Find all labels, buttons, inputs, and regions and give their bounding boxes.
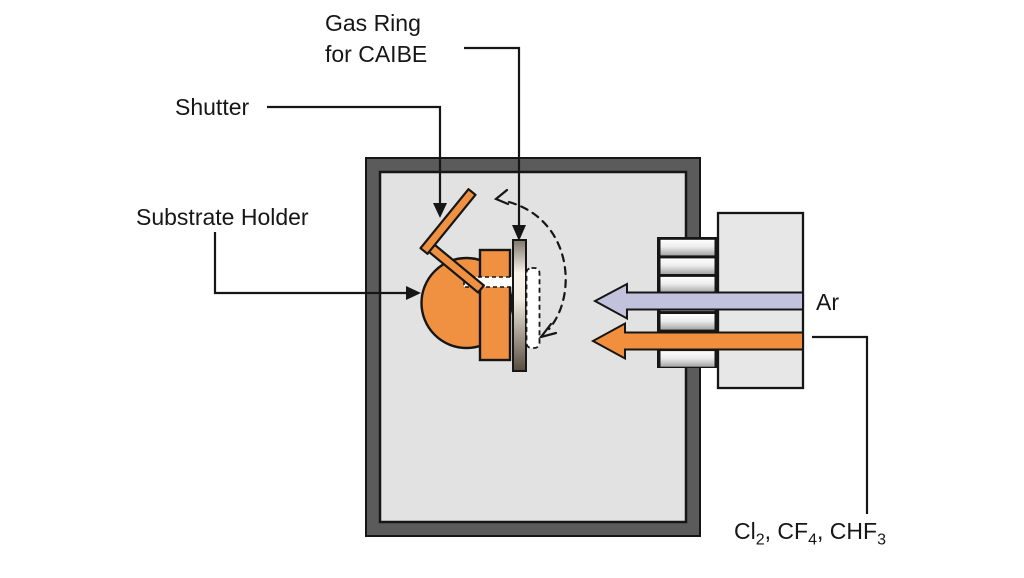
leader-lines xyxy=(213,46,869,514)
rotation-arc-arrowhead-top xyxy=(493,188,510,206)
grid-bar xyxy=(660,351,715,367)
substrate-holder-leader-line xyxy=(213,232,408,295)
etch-gases-leader-line xyxy=(812,335,869,514)
gas-ring-leader-arrowhead xyxy=(512,225,526,241)
substrate-holder-body xyxy=(478,248,512,362)
argon-beam-arrow xyxy=(592,282,804,321)
substrate-holder-leader-arrowhead xyxy=(406,286,421,300)
rotation-arc-path xyxy=(507,200,567,331)
shutter-leader-line xyxy=(267,105,442,205)
shutter-leader-arrowhead xyxy=(433,203,447,218)
gas-ring-label-line2: for CAIBE xyxy=(325,41,428,67)
substrate-holder-label: Substrate Holder xyxy=(136,204,309,230)
argon-label: Ar xyxy=(816,289,839,315)
grid-bar xyxy=(660,314,715,330)
gas-ring-label-line1: Gas Ring xyxy=(325,10,421,36)
etch-gases-chf-sub: 3 xyxy=(877,531,886,549)
grid-bar xyxy=(660,239,715,256)
gas-ring-label: Gas Ring for CAIBE xyxy=(325,8,427,70)
gas-ring-rotated-outline xyxy=(525,267,541,349)
shutter-label: Shutter xyxy=(175,94,250,120)
shutter-paddle xyxy=(419,188,477,255)
gas-ring-bar xyxy=(512,239,527,372)
grid-bar xyxy=(660,258,715,274)
etch-gases-cl: Cl xyxy=(734,518,756,544)
etch-gases-cf: , CF xyxy=(764,518,809,544)
etch-gases-cl-sub: 2 xyxy=(755,531,765,549)
grid-bar xyxy=(660,276,715,293)
gas-ring-rotation-arc xyxy=(493,188,567,339)
gas-ring-leader-line xyxy=(464,46,521,228)
etch-gases-label: Cl2, CF4, CHF3 xyxy=(734,518,886,548)
etch-gases-chf: , CHF xyxy=(817,518,878,544)
etch-gases-cf-sub: 4 xyxy=(808,531,817,549)
etch-gas-arrow xyxy=(590,321,804,361)
rotation-arc-arrowhead-bottom xyxy=(538,322,558,339)
